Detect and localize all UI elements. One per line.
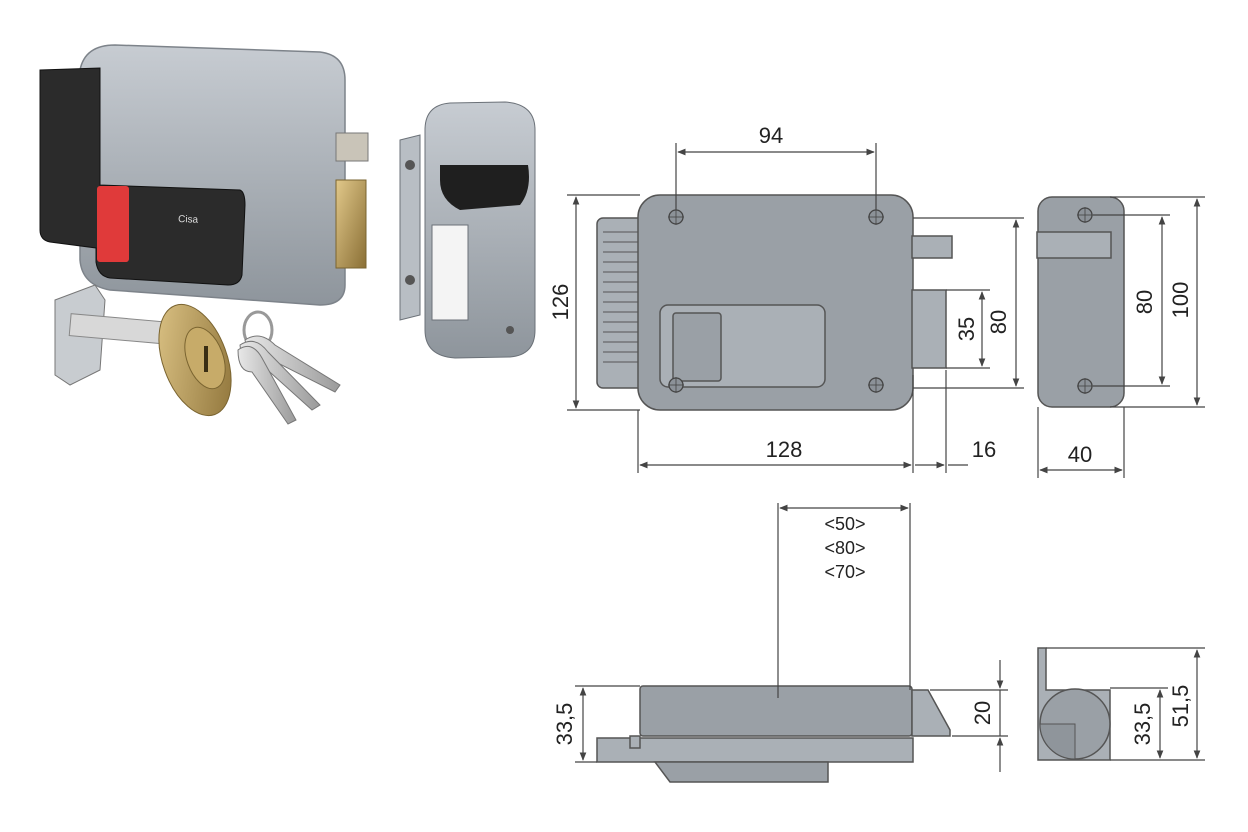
dim-end-total-height: 51,5: [1168, 685, 1193, 728]
dim-bottom-left-height: 33,5: [552, 703, 577, 746]
dim-backset-1: <50>: [824, 514, 865, 534]
front-deadbolt: [911, 289, 947, 369]
side-body: [1037, 196, 1125, 408]
keys: [237, 310, 341, 425]
dim-body-width: 128: [766, 437, 803, 462]
dim-inner-height: 80: [986, 310, 1011, 334]
side-view-drawing: 80 100 40: [1036, 196, 1205, 478]
dim-side-inner-height: 80: [1132, 290, 1157, 314]
dim-side-total-height: 100: [1168, 282, 1193, 319]
strike-screw-hole-top: [405, 160, 415, 170]
strike-roller: [440, 165, 529, 210]
brand-label: Cisa: [178, 214, 199, 226]
release-button: [97, 186, 129, 262]
lock-product-photo: Cisa: [39, 44, 536, 425]
bottom-main-body: [639, 685, 913, 737]
latch-bolt: [335, 132, 369, 162]
lock-handle: [39, 67, 246, 286]
front-latch: [911, 235, 953, 259]
side-handle-bar: [1036, 231, 1112, 259]
dim-hole-spacing: 94: [759, 123, 783, 148]
strike-slot: [431, 224, 469, 321]
strike-screw-hole-bottom: [405, 275, 415, 285]
dim-bolt-projection: 16: [972, 437, 996, 462]
dim-bolt-thickness: 20: [970, 701, 995, 725]
front-view-drawing: 94 126 128 16 35 80: [548, 123, 1024, 473]
dim-bolt-height: 35: [954, 317, 979, 341]
strike-box-hole: [506, 326, 514, 334]
key-3: [237, 345, 297, 425]
end-cylinder-cap: [1039, 723, 1076, 760]
end-view-drawing: 33,5 51,5: [1037, 647, 1205, 761]
dim-backset-3: <70>: [824, 562, 865, 582]
dim-end-inner-height: 33,5: [1130, 703, 1155, 746]
bottom-small-tab: [629, 735, 641, 749]
dead-bolt: [335, 179, 367, 269]
strike-plate: [399, 134, 421, 321]
bottom-view-drawing: <50> <80> <70> 33,5 20: [552, 503, 1008, 783]
dim-backset-2: <80>: [824, 538, 865, 558]
front-handle-button: [672, 312, 722, 382]
bottom-bolt: [911, 689, 951, 737]
keyhole-icon: [204, 346, 208, 372]
dim-side-depth: 40: [1068, 442, 1092, 467]
bottom-base-plate: [596, 737, 914, 763]
dim-total-height: 126: [548, 284, 573, 321]
bottom-handle: [653, 761, 829, 783]
